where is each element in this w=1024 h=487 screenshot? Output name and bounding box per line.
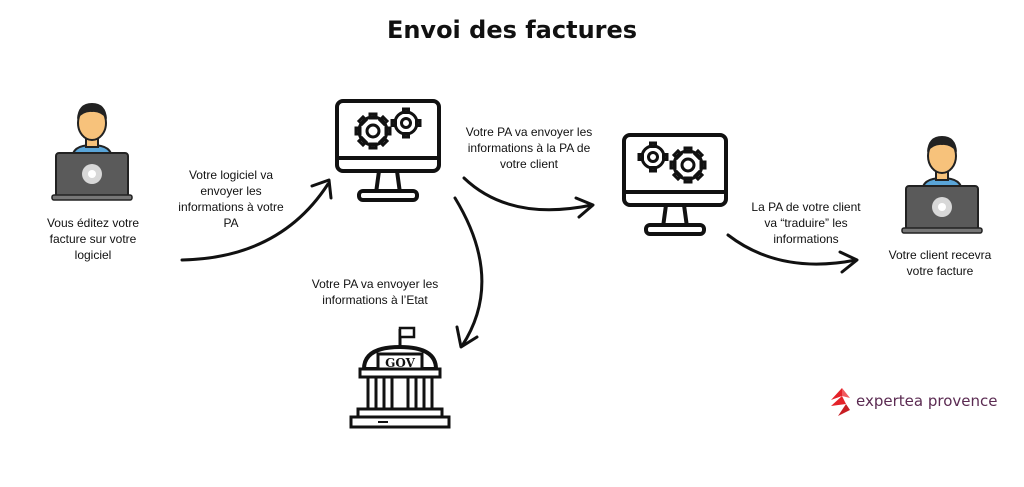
diagram-title: Envoi des factures [386, 16, 638, 44]
client-laptop-icon [901, 136, 983, 234]
label-client-pa-translates: La PA de votre client va “traduire” les … [751, 200, 861, 246]
label-you-edit: Vous éditez votre facture sur votre logi… [46, 216, 140, 262]
label-software-sends: Votre logiciel va envoyer les informatio… [178, 168, 284, 230]
label-pa-to-client-pa: Votre PA va envoyer les informations à l… [465, 125, 593, 171]
arrow-client-pa-to-client [726, 233, 858, 266]
arrow-pa-to-client-pa [462, 176, 594, 212]
logo-text: expertea provence [856, 392, 997, 410]
logo-region: provence [927, 392, 998, 410]
user-laptop-icon [51, 103, 133, 201]
expertea-logo-icon [831, 388, 850, 416]
arrow-software-to-pa [180, 182, 330, 262]
government-building-icon: GOV [349, 326, 451, 429]
monitor-gears-icon [335, 99, 441, 202]
logo-brand: expertea [856, 392, 924, 410]
arrow-pa-to-state [453, 196, 484, 348]
label-client-receives: Votre client recevra votre facture [888, 248, 992, 278]
client-pa-monitor-icon [622, 133, 728, 236]
expertea-logo: expertea provence [828, 384, 998, 420]
label-pa-to-state: Votre PA va envoyer les informations à l… [311, 277, 439, 307]
gov-sign-text: GOV [385, 356, 415, 370]
